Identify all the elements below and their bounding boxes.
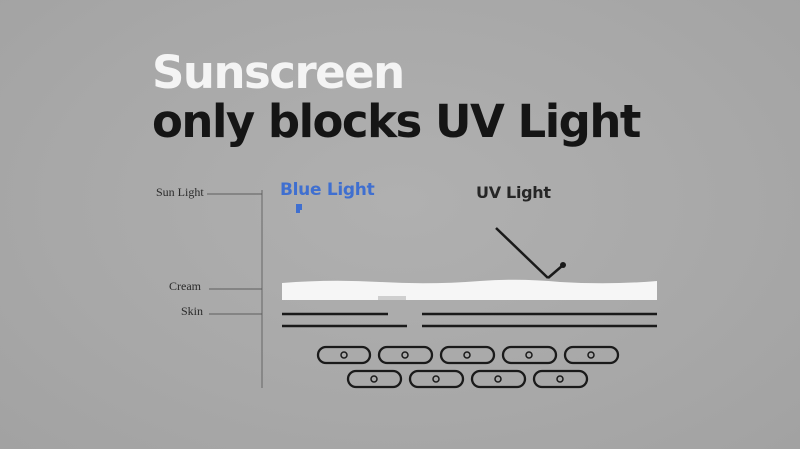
sun-light-label: Sun Light <box>156 185 204 199</box>
cream-gap <box>378 296 406 300</box>
cream-layer <box>282 279 657 300</box>
skin-cell <box>563 345 620 365</box>
skin-cells-row-2 <box>346 369 589 389</box>
skin-cell <box>439 345 496 365</box>
skin-cells-row-1 <box>316 345 620 365</box>
skin-cell-nucleus <box>525 351 533 359</box>
uv-light-label: UV Light <box>476 183 551 202</box>
skin-cell-nucleus <box>494 375 502 383</box>
uv-light-reflection <box>547 265 563 279</box>
blue-light-label: Blue Light <box>280 180 375 200</box>
skin-cell <box>316 345 372 365</box>
blue-light-marker-tail <box>296 210 300 213</box>
skin-cell <box>470 369 527 389</box>
skin-cell <box>346 369 403 389</box>
cream-label: Cream <box>169 279 201 293</box>
uv-light-ray <box>495 227 549 279</box>
skin-cell <box>408 369 465 389</box>
title-line-1: Sunscreen <box>152 46 405 99</box>
skin-cell <box>532 369 589 389</box>
skin-cell-nucleus <box>432 375 440 383</box>
skin-cell <box>501 345 558 365</box>
skin-cell-nucleus <box>401 351 409 359</box>
skin-cell-nucleus <box>370 375 378 383</box>
skin-cell-nucleus <box>340 351 348 359</box>
skin-label: Skin <box>181 304 204 318</box>
skin-cell <box>377 345 434 365</box>
skin-cell-nucleus <box>587 351 595 359</box>
blue-light-marker <box>296 204 302 210</box>
title-line-2: only blocks UV Light <box>152 95 641 148</box>
skin-cell-nucleus <box>463 351 471 359</box>
skin-cell-nucleus <box>556 375 564 383</box>
uv-light-tip <box>560 262 566 268</box>
